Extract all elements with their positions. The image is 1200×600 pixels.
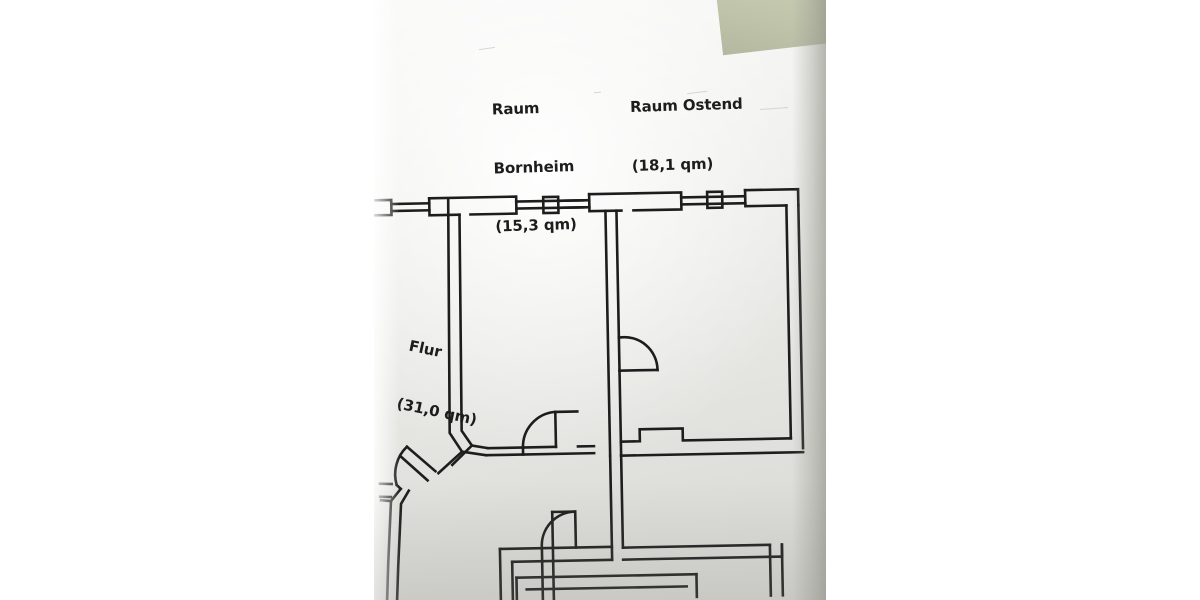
wall-lowest-strip [515, 572, 699, 600]
room-name-flur: Flur [407, 336, 444, 362]
paper-scratch [631, 101, 635, 102]
room-name-bornheim-line1: Raum [491, 99, 540, 119]
floor-plan-drawing: Raum Bornheim (15,3 qm) Raum Ostend (18,… [374, 0, 826, 600]
door-lower-room [540, 510, 578, 600]
window-opening [679, 194, 747, 206]
room-label-bornheim: Raum Bornheim (15,3 qm) [490, 59, 578, 276]
wall-lower-room [498, 545, 614, 600]
wall-bottom-fragment [525, 585, 688, 591]
door-ostend [617, 335, 659, 372]
wall-pier [541, 195, 560, 215]
window-opening [389, 201, 431, 213]
wall-partition-middle [604, 209, 623, 458]
wall-pier [587, 191, 683, 213]
wall-lower-right-room [621, 543, 785, 599]
room-area-bornheim: (15,3 qm) [495, 215, 577, 236]
wall-corridor-top-left [436, 443, 474, 475]
room-area-ostend: (18,1 qm) [631, 154, 714, 175]
room-label-ostend: Raum Ostend (18,1 qm) [629, 56, 746, 215]
room-name-ostend: Raum Ostend [629, 94, 743, 116]
room-name-bornheim-line2: Bornheim [493, 156, 575, 177]
floorplan-photograph: Raum Bornheim (15,3 qm) Raum Ostend (18,… [374, 0, 826, 600]
wall-exterior-left [446, 197, 490, 457]
window-opening [556, 198, 591, 210]
wall-pier [705, 190, 724, 210]
room-area-flur: (31,0 qm) [395, 393, 479, 429]
wall-pier [374, 198, 393, 217]
floor-plan-svg [374, 187, 805, 600]
door-bornheim [521, 410, 579, 456]
wall-ostend-bottom [619, 427, 805, 457]
wall-corner-top-right [743, 187, 800, 208]
wall-flur-right [608, 454, 625, 562]
wall-bornheim-bottom [484, 444, 596, 457]
wall-exterior-right [785, 203, 805, 450]
